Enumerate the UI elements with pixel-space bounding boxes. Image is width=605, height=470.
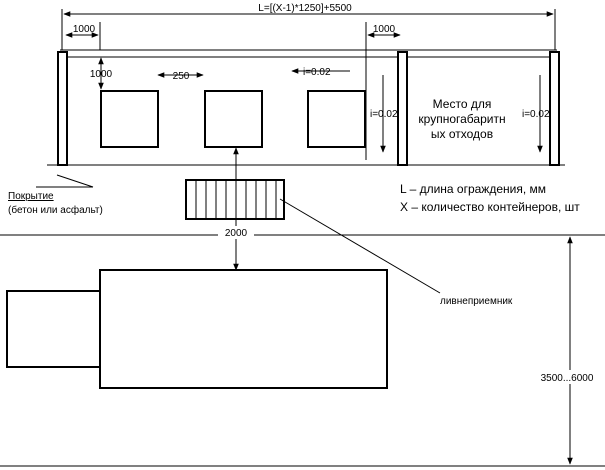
offset-right-label: 1000 xyxy=(373,24,396,35)
bulky-waste-line-1: Место для xyxy=(433,97,492,111)
dimension-offset-left: 1000 xyxy=(65,22,101,50)
drain-label: ливнеприемник xyxy=(440,296,513,307)
fence-post-left xyxy=(57,51,68,166)
container-2 xyxy=(204,90,263,148)
slope-top-label: i=0.02 xyxy=(303,67,331,78)
drain-grate xyxy=(185,179,285,220)
coating-callout: Покрытие (бетон или асфальт) xyxy=(8,174,103,216)
coating-title: Покрытие xyxy=(8,191,54,202)
slope-right: i=0.02 xyxy=(522,75,550,153)
slope-top: i=0.02 xyxy=(291,67,350,78)
offset-top-label: 1000 xyxy=(90,69,113,80)
dimension-offset-right: 1000 xyxy=(365,22,401,160)
bulky-waste-line-2: крупногабаритн xyxy=(418,112,505,126)
coating-note: (бетон или асфальт) xyxy=(8,204,103,216)
dimension-road-width: 3500...6000 xyxy=(536,236,598,465)
bulky-waste-area: Место для крупногабаритн ых отходов xyxy=(418,97,505,141)
slope-mid-label: i=0.02 xyxy=(370,109,398,120)
slope-mid: i=0.02 xyxy=(370,75,398,153)
bulky-waste-line-3: ых отходов xyxy=(431,127,493,141)
container-1 xyxy=(100,90,159,148)
truck-cab xyxy=(6,290,101,368)
total-length-label: L=[(X-1)*1250]+5500 xyxy=(258,3,352,14)
offset-left-label: 1000 xyxy=(73,24,96,35)
dimension-offset-top: 1000 xyxy=(90,57,113,90)
fence-post-right xyxy=(549,51,560,166)
fence-post-middle xyxy=(397,51,408,166)
fence xyxy=(47,49,565,166)
dimension-total-length: L=[(X-1)*1250]+5500 xyxy=(61,3,556,50)
gap-label: 250 xyxy=(173,71,190,82)
truck-body xyxy=(99,269,388,389)
legend-x: X – количество контейнеров, шт xyxy=(400,200,580,214)
garbage-truck xyxy=(6,269,388,389)
legend-l: L – длина ограждения, мм xyxy=(400,182,546,196)
road-width-label: 3500...6000 xyxy=(541,373,594,384)
slope-right-label: i=0.02 xyxy=(522,109,550,120)
dimension-gap: 250 xyxy=(157,71,204,82)
road-gap-label: 2000 xyxy=(225,228,248,239)
container-3 xyxy=(307,90,366,148)
